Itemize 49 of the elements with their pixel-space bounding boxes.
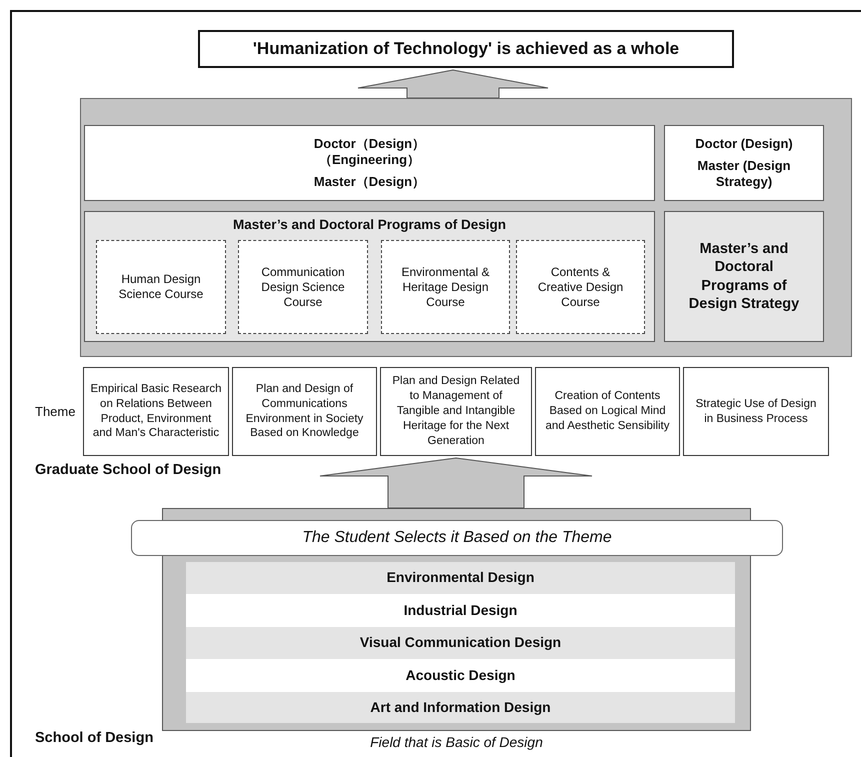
- node-text: Doctor（Design）（Engineering）: [312, 136, 426, 168]
- node-text: Master’s and Doctoral Programs of Design: [232, 217, 506, 234]
- theme-box: [232, 367, 377, 456]
- heading-box: [198, 30, 734, 68]
- node-text: Doctor (Design): [695, 136, 793, 152]
- node-text: Visual Communication Design: [360, 634, 562, 652]
- theme-text: Plan and Design of Communications Environment in Society Based on Knowledge: [244, 382, 364, 442]
- program-box: [664, 211, 824, 342]
- course-name: Human Design Science Course: [118, 272, 204, 302]
- field-row: [186, 659, 735, 692]
- program-box: [84, 211, 655, 342]
- section-label: School of Design: [35, 730, 154, 746]
- field-row: [186, 627, 735, 659]
- theme-box: [380, 367, 532, 456]
- field-row: [186, 562, 735, 594]
- course-name: Communication Design Science Course: [260, 264, 346, 310]
- field-row: [186, 692, 735, 723]
- node-text: Industrial Design: [404, 602, 518, 620]
- block-arrow: [358, 70, 548, 98]
- course-box: [96, 240, 226, 334]
- node-text: 'Humanization of Technology' is achieved as a whole: [252, 38, 680, 60]
- theme-text: Plan and Design Related to Management of Tangible and Intangible Heritage for the Next Generation: [391, 374, 521, 449]
- node-text: Art and Information Design: [370, 698, 551, 716]
- course-name: Environmental & Heritage Design Course: [400, 264, 491, 310]
- node-text: Environmental Design: [386, 569, 534, 587]
- theme-text: Creation of Contents Based on Logical Mind and Aesthetic Sensibility: [544, 389, 671, 434]
- field-row: [186, 594, 735, 627]
- course-box: [516, 240, 645, 334]
- course-box: [238, 240, 368, 334]
- node-text: Master（Design）: [314, 174, 426, 190]
- theme-box: [83, 367, 229, 456]
- row-label: Theme: [35, 404, 76, 419]
- block-arrow: [320, 458, 592, 508]
- section-label: Graduate School of Design: [35, 462, 222, 478]
- node-text: Master (Design Strategy): [696, 158, 792, 190]
- theme-box: [535, 367, 680, 456]
- node-text: The Student Selects it Based on the Theme: [302, 528, 612, 548]
- program-panel: [80, 98, 852, 357]
- course-box: [381, 240, 510, 334]
- course-name: Contents & Creative Design Course: [536, 264, 624, 310]
- theme-text: Empirical Basic Research on Relations Between Product, Environment and Man's Characteristic: [90, 382, 222, 442]
- node-text: Acoustic Design: [406, 666, 516, 684]
- theme-text: Strategic Use of Design in Business Process: [694, 396, 818, 426]
- node-label: Field that is Basic of Design: [369, 734, 544, 752]
- node-text: Master’s and Doctoral Programs of Design Strategy: [688, 240, 800, 313]
- theme-box: [683, 367, 829, 456]
- degree-box: [664, 125, 824, 201]
- degree-box: [84, 125, 655, 201]
- banner-box: [131, 520, 783, 556]
